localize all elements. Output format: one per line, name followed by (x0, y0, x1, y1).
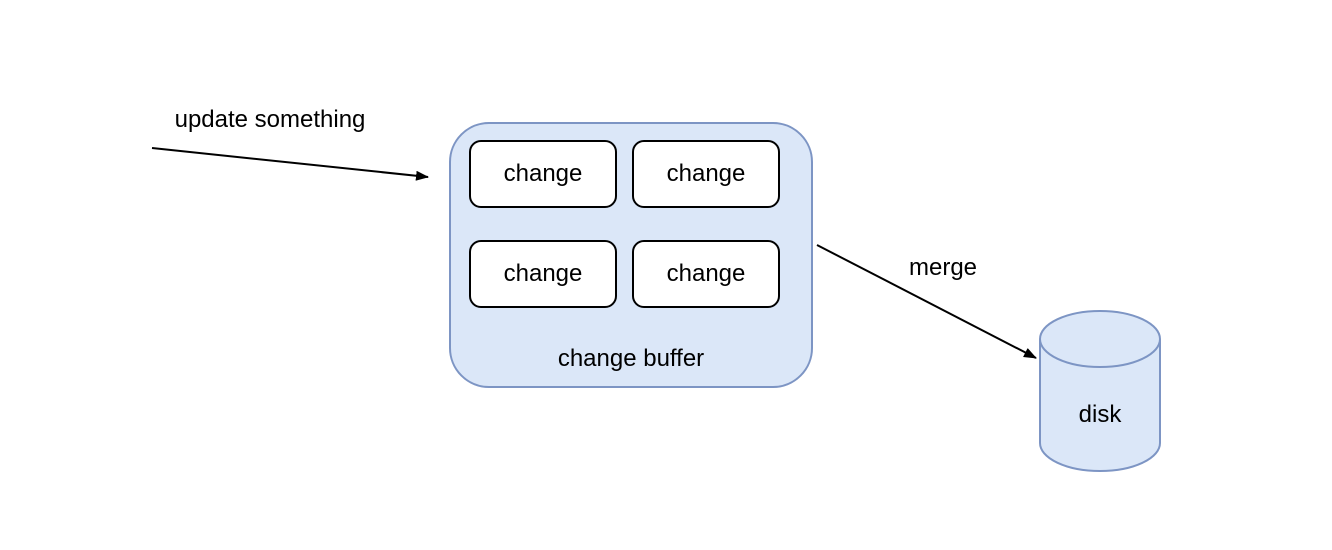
update-arrow-label: update something (174, 106, 366, 133)
change-box-3-label: change (503, 260, 583, 287)
change-box-2: change (632, 140, 780, 208)
disk-label: disk (1078, 401, 1122, 428)
change-box-3: change (469, 240, 617, 308)
merge-arrow-label: merge (908, 254, 978, 281)
merge-arrow (816, 244, 1037, 359)
disk-cylinder-body (1039, 339, 1161, 472)
change-box-4-label: change (666, 260, 746, 287)
disk-cylinder-top (1039, 310, 1161, 368)
change-box-1-label: change (503, 160, 583, 187)
change-box-2-label: change (666, 160, 746, 187)
change-box-1: change (469, 140, 617, 208)
change-buffer-title: change buffer (557, 345, 705, 372)
change-box-4: change (632, 240, 780, 308)
update-arrow (151, 147, 429, 181)
